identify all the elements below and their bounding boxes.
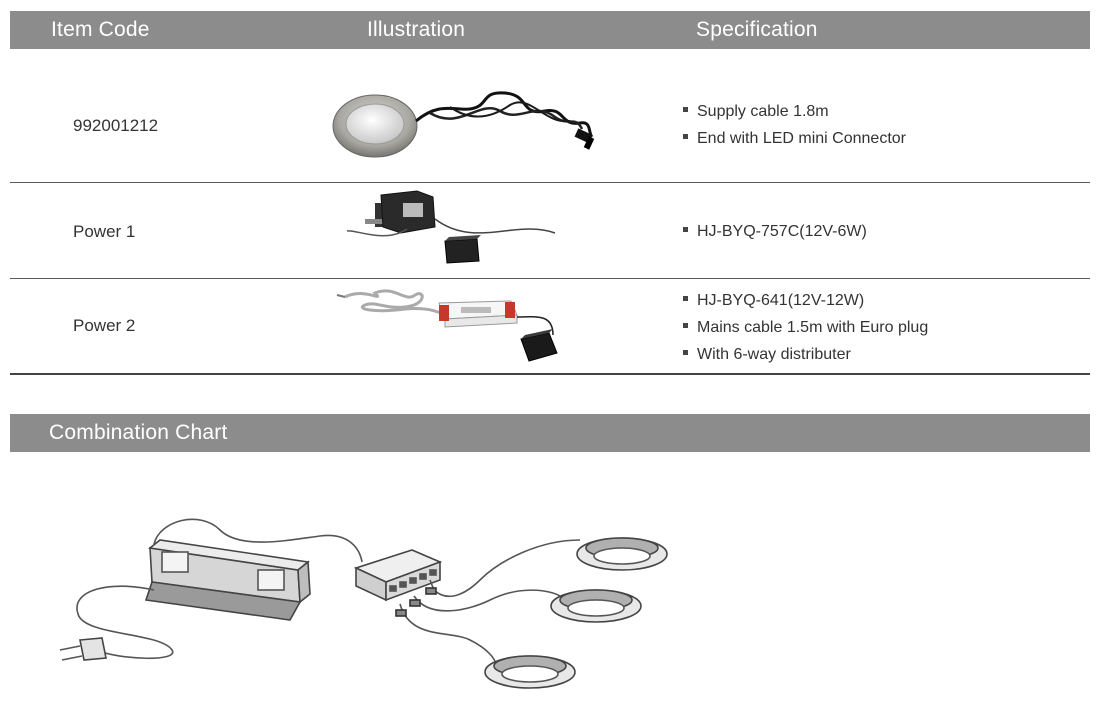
section-title: Combination Chart [49, 421, 228, 444]
combination-chart-header: Combination Chart [10, 414, 1090, 452]
spec-item: With 6-way distributer [683, 341, 928, 368]
downlight-drawing [576, 537, 668, 571]
led-driver-drawing [144, 539, 311, 621]
downlight-drawing [484, 655, 576, 689]
euro-plug-drawing [59, 637, 107, 661]
column-header-specification: Specification [696, 18, 818, 41]
table-row: Power 2 HJ-BYQ-641(12V-12W) Mains cable … [10, 279, 1090, 375]
plug-in-adapter-illustration [345, 189, 565, 274]
bullet-icon [683, 296, 688, 302]
combination-diagram [50, 510, 690, 705]
spec-item: End with LED mini Connector [683, 125, 906, 152]
bullet-icon [683, 107, 688, 113]
bullet-icon [683, 350, 688, 356]
bullet-icon [683, 323, 688, 329]
specification-list: HJ-BYQ-757C(12V-6W) [683, 218, 867, 245]
column-header-illustration: Illustration [367, 18, 466, 41]
bullet-icon [683, 227, 688, 233]
distributor-drawing [353, 549, 443, 602]
bullet-icon [683, 134, 688, 140]
specification-list: HJ-BYQ-641(12V-12W) Mains cable 1.5m wit… [683, 287, 928, 368]
table-row: 992001212 Supply cable [10, 49, 1090, 183]
spec-item: HJ-BYQ-757C(12V-6W) [683, 218, 867, 245]
led-driver-illustration [335, 283, 575, 376]
spec-item: HJ-BYQ-641(12V-12W) [683, 287, 928, 314]
item-code: 992001212 [73, 116, 159, 135]
item-code: Power 1 [73, 222, 136, 241]
spec-item: Mains cable 1.5m with Euro plug [683, 314, 928, 341]
spec-item: Supply cable 1.8m [683, 98, 906, 125]
table-row: Power 1 HJ-BYQ-757C(12V-6W) [10, 183, 1090, 279]
downlight-drawing [550, 589, 642, 623]
column-header-item-code: Item Code [51, 18, 150, 41]
table-header: Item Code Illustration Specification [10, 11, 1090, 49]
round-led-light-illustration [330, 71, 610, 176]
item-code: Power 2 [73, 316, 136, 335]
specification-list: Supply cable 1.8m End with LED mini Conn… [683, 98, 906, 152]
